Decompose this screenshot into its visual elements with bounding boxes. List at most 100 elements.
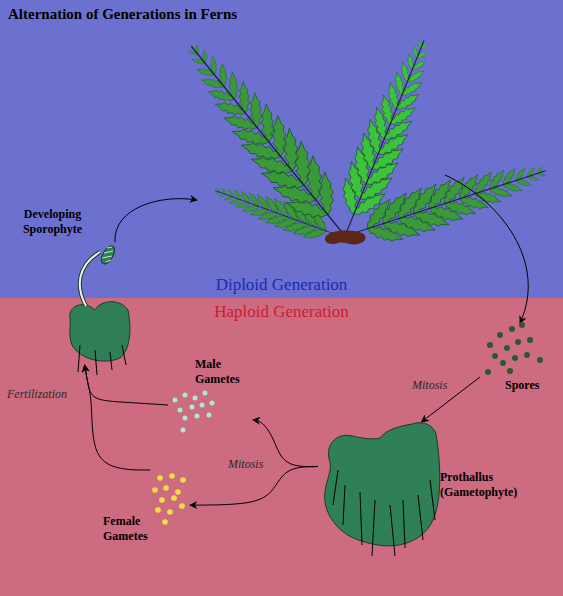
- band-label: Diploid Generation: [0, 275, 563, 295]
- prothallus-body: [325, 423, 440, 546]
- spore-dot: [537, 357, 543, 363]
- rhizoids: [333, 470, 435, 556]
- spore-dot: [492, 353, 498, 359]
- process-label: Fertilization: [7, 387, 67, 401]
- gamete-dot: [178, 408, 183, 413]
- rhizoid: [372, 500, 375, 556]
- generation-band: Haploid GenerationSporesProthallus (Game…: [0, 298, 563, 596]
- gamete-dot: [207, 413, 212, 418]
- gamete-dot: [195, 414, 200, 419]
- gamete-dot: [159, 497, 165, 503]
- stage-label: Developing Sporophyte: [15, 207, 90, 237]
- rhizoid: [403, 500, 405, 548]
- spore-dots: [485, 322, 543, 375]
- gamete-dot: [190, 405, 195, 410]
- gamete-dot: [210, 401, 215, 406]
- cycle-connector: [253, 420, 318, 467]
- spore-dot: [527, 337, 533, 343]
- sporophyte-stalk: [80, 252, 100, 306]
- stage-label: Prothallus (Gametophyte): [440, 470, 535, 500]
- rhizoid: [418, 495, 423, 540]
- rhizoid: [110, 352, 112, 370]
- gamete-dot: [200, 403, 205, 408]
- rhizoid: [333, 470, 338, 505]
- life-stage: Spores: [480, 320, 550, 396]
- spore-dot: [519, 322, 525, 328]
- female-gamete-dots: [152, 473, 186, 525]
- gamete-dot: [183, 416, 188, 421]
- rhizoid: [95, 350, 97, 375]
- cycle-arrow: [445, 175, 528, 323]
- rhizoid: [360, 492, 362, 545]
- cycle-connector: [85, 365, 168, 405]
- spore-dot: [487, 342, 493, 348]
- rhizoid: [390, 505, 395, 556]
- gamete-dot: [167, 509, 173, 515]
- generation-band: Diploid Generation: [0, 0, 563, 298]
- gamete-dot: [193, 396, 198, 401]
- cycle-arrow: [115, 199, 197, 242]
- gamete-dot: [152, 487, 158, 493]
- process-label: Mitosis: [412, 378, 447, 392]
- spore-dot: [504, 345, 510, 351]
- stage-label: Female Gametes: [103, 514, 159, 544]
- gamete-dot: [157, 475, 163, 481]
- cycle-connector: [85, 365, 151, 470]
- fern-frond: [337, 145, 554, 262]
- life-stage: Prothallus (Gametophyte): [318, 422, 538, 557]
- gamete-dot: [155, 507, 161, 513]
- mature-fern: [167, 26, 554, 262]
- connector-group: [85, 365, 480, 505]
- spore-dot: [515, 339, 521, 345]
- rhizoids: [78, 345, 126, 375]
- cycle-connector: [190, 467, 318, 506]
- spore-dot: [507, 368, 513, 374]
- life-stage: Developing Sporophyte: [15, 205, 135, 365]
- gamete-dot: [175, 489, 181, 495]
- rhizoid: [122, 345, 126, 365]
- spore-dot: [497, 332, 503, 338]
- spore-dot: [509, 326, 515, 332]
- gamete-dot: [171, 495, 177, 501]
- diagram-title: Alternation of Generations in Ferns: [8, 5, 237, 23]
- process-label: Mitosis: [228, 457, 263, 471]
- sporophyte-leaf: [99, 244, 118, 266]
- rhizoid: [78, 345, 80, 372]
- life-stage: Female Gametes: [100, 470, 190, 548]
- fern-rhizome: [325, 231, 366, 245]
- fern-frond: [320, 30, 450, 246]
- gamete-dot: [169, 473, 175, 479]
- gamete-dot: [183, 393, 188, 398]
- gamete-dot: [203, 391, 208, 396]
- gamete-dot: [181, 428, 186, 433]
- fern-frond: [167, 26, 370, 256]
- gamete-dot: [180, 477, 186, 483]
- gamete-dot: [162, 519, 168, 525]
- spore-dot: [524, 352, 530, 358]
- prothallus-drawing: [325, 423, 440, 556]
- young-sporophyte-drawing: [70, 244, 130, 375]
- male-gamete-dots: [173, 391, 215, 433]
- gamete-dot: [173, 398, 178, 403]
- spore-dot: [512, 355, 518, 361]
- small-prothallus: [70, 302, 130, 361]
- leaf-stripes: [102, 247, 113, 262]
- rhizoid: [343, 485, 345, 525]
- stage-label: Spores: [505, 378, 550, 393]
- cycle-connector: [421, 377, 480, 422]
- fern-frond: [209, 174, 346, 252]
- gamete-dot: [163, 485, 169, 491]
- gamete-dot: [179, 503, 185, 509]
- sporophyte-stalk: [80, 252, 100, 306]
- stage-label: Male Gametes: [195, 357, 251, 387]
- band-label: Haploid Generation: [0, 302, 563, 322]
- spore-dot: [500, 360, 506, 366]
- rhizoid: [430, 480, 435, 520]
- spore-dot: [485, 369, 491, 375]
- life-stage: Male Gametes: [168, 355, 253, 435]
